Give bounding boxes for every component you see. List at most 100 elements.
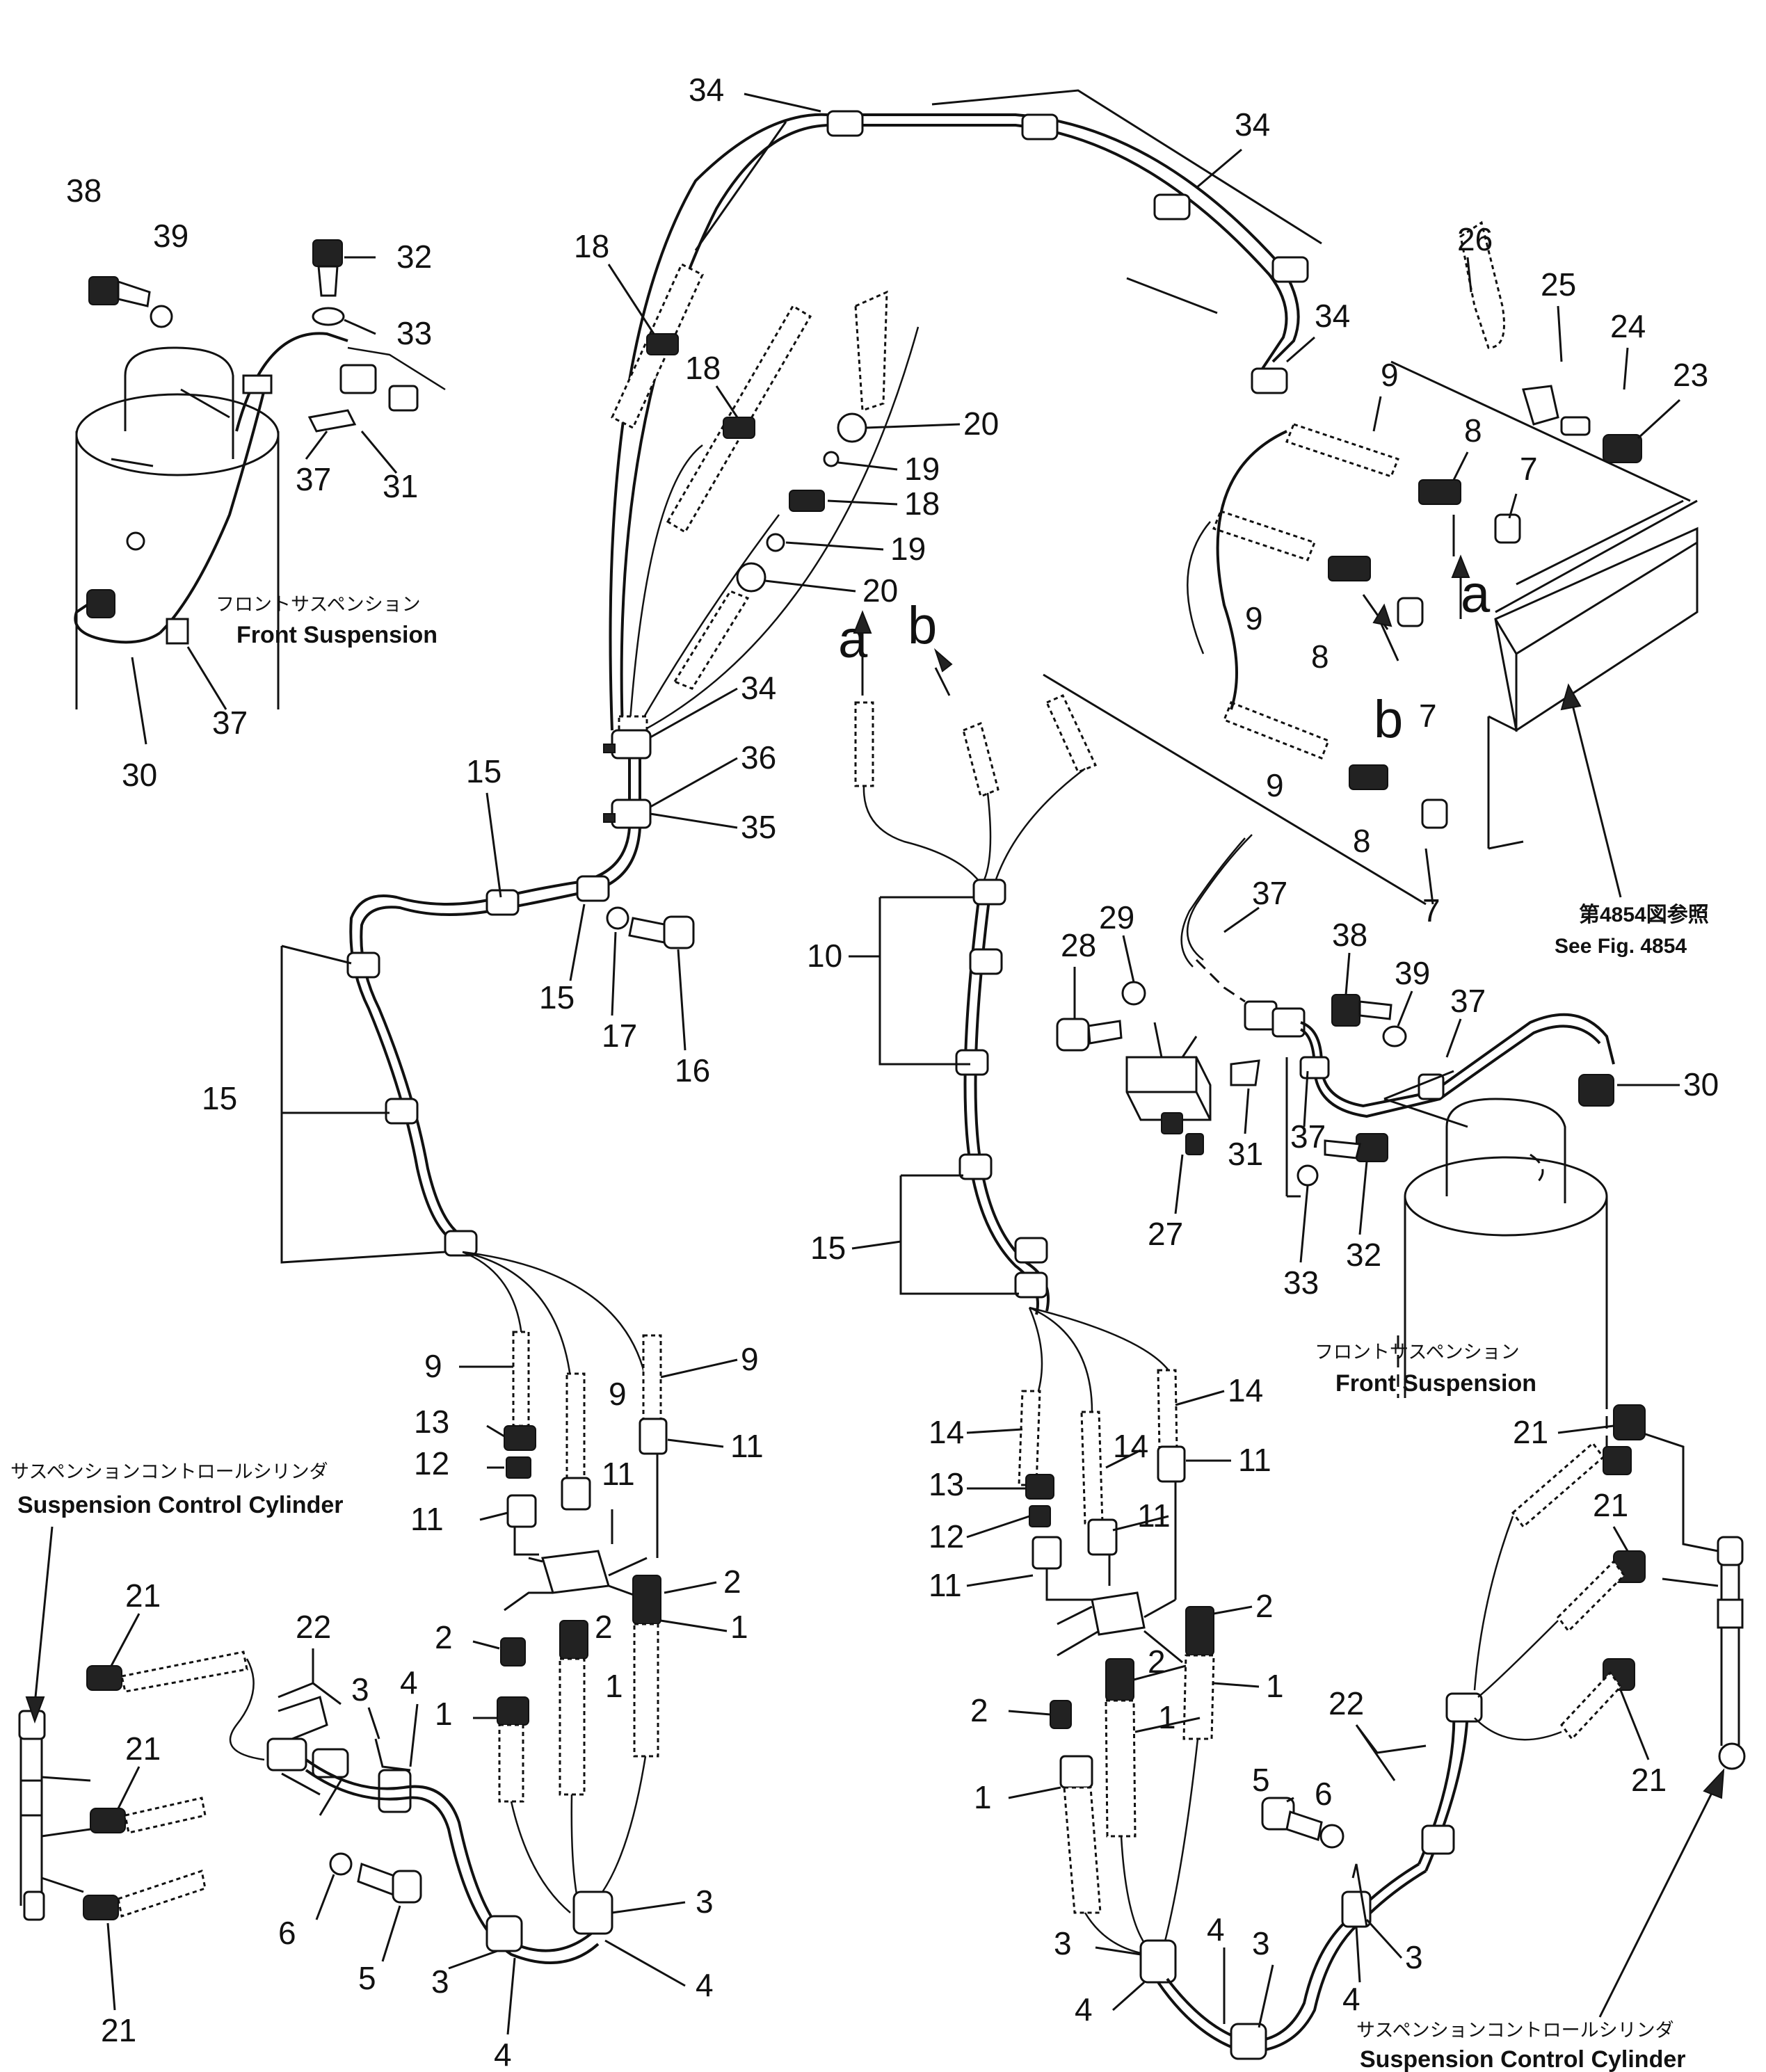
bolts-38-39-32-33-right	[1285, 994, 1407, 1198]
callout-3: 3	[1054, 1925, 1072, 1961]
fittings-7-8-right	[1328, 479, 1521, 829]
callout-4: 4	[1342, 1981, 1360, 2017]
hose-bundle-top	[609, 89, 1322, 739]
callout-39: 39	[153, 218, 188, 254]
callout-21: 21	[1513, 1414, 1548, 1450]
callout-19: 19	[904, 451, 940, 487]
callout-5: 5	[358, 1960, 376, 1996]
hoses-9-right	[1187, 423, 1399, 760]
callout-37: 37	[1450, 983, 1486, 1019]
callout-21: 21	[125, 1577, 161, 1614]
front-suspension-left	[75, 346, 280, 709]
callout-1: 1	[974, 1779, 992, 1815]
fittings-23-26	[1459, 220, 1642, 463]
callout-19: 19	[890, 531, 926, 567]
callout-22: 22	[1328, 1685, 1364, 1721]
callout-35: 35	[741, 809, 776, 845]
callout-7: 7	[1419, 698, 1437, 734]
control-cylinder-en-left: Suspension Control Cylinder	[17, 1492, 343, 1518]
control-cylinder-en-right: Suspension Control Cylinder	[1360, 2046, 1685, 2072]
callout-28: 28	[1061, 927, 1096, 963]
callout-1: 1	[435, 1696, 453, 1732]
callout-11: 11	[929, 1567, 962, 1603]
sensor-harness-left	[74, 332, 446, 645]
control-cylinder-jp-right: サスペンションコントロールシリンダ	[1356, 2020, 1674, 2041]
front-suspension-en-right: Front Suspension	[1335, 1370, 1536, 1397]
callout-39: 39	[1395, 955, 1430, 991]
callout-11: 11	[1137, 1497, 1171, 1534]
hoses-14-center	[1018, 1369, 1186, 1601]
callout-11: 11	[730, 1428, 764, 1464]
callout-30: 30	[122, 757, 157, 793]
callout-12: 12	[929, 1518, 964, 1555]
callout-33: 33	[1283, 1264, 1319, 1301]
block-and-fittings-lower-left	[497, 1550, 661, 1913]
callout-6: 6	[1315, 1776, 1333, 1812]
callout-11: 11	[602, 1456, 635, 1492]
callout-36: 36	[741, 739, 776, 776]
washer-33-left	[312, 307, 345, 326]
callout-2: 2	[723, 1564, 741, 1600]
callout-3: 3	[1405, 1939, 1423, 1975]
callout-9: 9	[424, 1348, 442, 1384]
callout-14: 14	[1228, 1372, 1263, 1408]
callout-18: 18	[904, 485, 940, 522]
washer-39-left	[150, 305, 173, 328]
callout-22: 22	[296, 1609, 331, 1645]
bracket-27	[1125, 1022, 1212, 1155]
callout-34: 34	[741, 670, 776, 706]
callout-15: 15	[466, 753, 501, 789]
arrow-label-b: b	[908, 596, 937, 655]
callout-20: 20	[963, 405, 999, 442]
callout-8: 8	[1311, 639, 1329, 675]
callout-2: 2	[435, 1619, 453, 1655]
callout-17: 17	[602, 1018, 637, 1054]
callout-18: 18	[574, 228, 609, 264]
callout-2: 2	[970, 1692, 988, 1728]
callout-9: 9	[1266, 767, 1284, 803]
arrow-label-b-right: b	[1374, 690, 1403, 749]
callout-21: 21	[125, 1730, 161, 1767]
callout-3: 3	[1252, 1925, 1270, 1961]
block-and-fittings-center	[1050, 1591, 1215, 1956]
front-suspension-jp-left: フロントサスペンション	[216, 594, 421, 616]
callout-30: 30	[1683, 1066, 1719, 1102]
callout-33: 33	[396, 315, 432, 351]
valve-block-right	[1043, 360, 1699, 906]
bolt-5-6-center	[1261, 1797, 1344, 1849]
callout-37: 37	[296, 461, 331, 497]
callout-1: 1	[730, 1609, 748, 1645]
callout-7: 7	[1422, 892, 1440, 929]
callout-34: 34	[689, 72, 724, 108]
callout-11: 11	[410, 1501, 444, 1537]
callout-3: 3	[696, 1884, 714, 1920]
callout-16: 16	[675, 1052, 710, 1089]
control-cylinder-jp-left: サスペンションコントロールシリンダ	[10, 1461, 328, 1483]
fig-ref-en: See Fig. 4854	[1555, 935, 1687, 958]
callout-23: 23	[1673, 357, 1708, 393]
callout-13: 13	[414, 1404, 449, 1440]
callout-1: 1	[1266, 1668, 1284, 1704]
sensor-harness-right	[1180, 834, 1615, 1118]
callout-38: 38	[66, 172, 102, 209]
callout-31: 31	[383, 468, 418, 504]
callout-14: 14	[1113, 1428, 1148, 1464]
callout-15: 15	[202, 1080, 237, 1116]
callout-15: 15	[810, 1230, 846, 1266]
callout-32: 32	[1346, 1237, 1381, 1273]
control-cylinder-right	[1641, 1431, 1746, 1770]
callout-3: 3	[351, 1671, 369, 1708]
callout-27: 27	[1148, 1216, 1183, 1252]
fig-ref-jp: 第4854図参照	[1579, 903, 1709, 926]
callout-34: 34	[1235, 106, 1270, 143]
callout-11: 11	[1238, 1442, 1271, 1478]
callout-21: 21	[1593, 1487, 1628, 1523]
callout-1: 1	[605, 1668, 623, 1704]
hoses-a-b-center	[854, 694, 1098, 884]
callout-15: 15	[539, 979, 575, 1015]
front-suspension-right	[1383, 1070, 1608, 1447]
bolt-32-left	[312, 239, 343, 297]
clamps-34-35-36	[500, 729, 652, 909]
callout-5: 5	[1252, 1762, 1270, 1798]
